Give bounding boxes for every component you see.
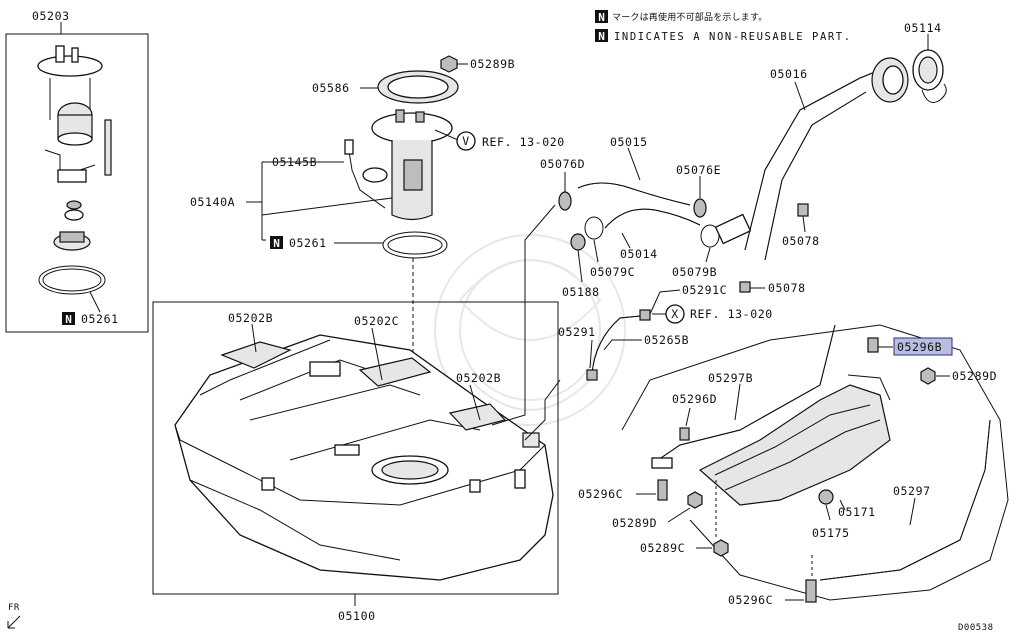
label-05171[interactable]: 05171 xyxy=(838,505,876,519)
label-05265b[interactable]: 05265B xyxy=(644,333,689,347)
watermark-emblem xyxy=(434,234,626,426)
label-05078-upper[interactable]: 05078 xyxy=(782,234,820,248)
label-05297[interactable]: 05297 xyxy=(893,484,931,498)
filler-hose-group: 05015 05076D 05076E 05014 05079C 05188 0… xyxy=(491,135,721,441)
ref-13-020-x[interactable]: REF. 13-020 xyxy=(690,307,773,321)
fuel-pump-module: 05289B 05586 V REF. 13-020 05145B 05140A xyxy=(190,55,565,460)
filler-neck-group: 05016 05114 05078 05078 xyxy=(714,21,947,295)
non-reusable-marker-jp: N xyxy=(598,11,605,24)
label-05202c[interactable]: 05202C xyxy=(354,314,399,328)
label-05140a[interactable]: 05140A xyxy=(190,195,235,209)
label-05016[interactable]: 05016 xyxy=(770,67,808,81)
non-reusable-marker-en: N xyxy=(598,30,605,43)
label-05203[interactable]: 05203 xyxy=(32,9,70,23)
diagram-code: D00538 xyxy=(958,623,994,633)
label-05202b-left[interactable]: 05202B xyxy=(228,311,273,325)
label-05076d[interactable]: 05076D xyxy=(540,157,585,171)
label-05175[interactable]: 05175 xyxy=(812,526,850,540)
label-05014[interactable]: 05014 xyxy=(620,247,658,261)
note-english: INDICATES A NON-REUSABLE PART. xyxy=(614,31,852,43)
non-reusable-marker-05261-mid: N xyxy=(273,237,280,250)
tank-band-group: 05297B 05171 05297 05175 05296B 05289D 0… xyxy=(578,324,1009,607)
label-05289d-right[interactable]: 05289D xyxy=(952,369,997,383)
fr-arrow-icon xyxy=(7,615,21,629)
label-05289b[interactable]: 05289B xyxy=(470,57,515,71)
fr-label: FR xyxy=(8,603,20,613)
label-05202b-right[interactable]: 05202B xyxy=(456,371,501,385)
label-05296d[interactable]: 05296D xyxy=(672,392,717,406)
label-05261-left[interactable]: 05261 xyxy=(81,312,119,326)
ref-x-marker: X xyxy=(671,307,679,321)
label-05079b[interactable]: 05079B xyxy=(672,265,717,279)
label-05296c-left[interactable]: 05296C xyxy=(578,487,623,501)
label-05289d-left[interactable]: 05289D xyxy=(612,516,657,530)
label-05261-mid[interactable]: 05261 xyxy=(289,236,327,250)
label-05291[interactable]: 05291 xyxy=(558,325,596,339)
ref-v-marker: V xyxy=(462,134,470,148)
label-05586[interactable]: 05586 xyxy=(312,81,350,95)
front-direction-indicator: FR xyxy=(7,603,21,629)
label-05114[interactable]: 05114 xyxy=(904,21,942,35)
note-japanese: マークは再使用不可部品を示します。 xyxy=(612,11,768,23)
label-05296c-lower[interactable]: 05296C xyxy=(728,593,773,607)
ref-13-020-v[interactable]: REF. 13-020 xyxy=(482,135,565,149)
fuel-tank-group: 05100 05202B 05202C 05202B xyxy=(152,301,559,623)
label-05078-lower[interactable]: 05078 xyxy=(768,281,806,295)
label-05076e[interactable]: 05076E xyxy=(676,163,721,177)
label-05289c[interactable]: 05289C xyxy=(640,541,685,555)
label-05079c[interactable]: 05079C xyxy=(590,265,635,279)
pump-assembly-inset: 05203 N 05261 xyxy=(5,9,149,333)
label-05100[interactable]: 05100 xyxy=(338,609,376,623)
label-05291c[interactable]: 05291C xyxy=(682,283,727,297)
highlight-05296b xyxy=(893,337,953,356)
label-05296b[interactable]: 05296B xyxy=(897,340,942,354)
non-reusable-marker-05261-left: N xyxy=(65,313,72,326)
non-reusable-note: N マークは再使用不可部品を示します。 N INDICATES A NON-RE… xyxy=(595,10,852,43)
label-05297b[interactable]: 05297B xyxy=(708,371,753,385)
label-05015[interactable]: 05015 xyxy=(610,135,648,149)
label-05188[interactable]: 05188 xyxy=(562,285,600,299)
vent-hose-group: 05291C X REF. 13-020 05291 05265B xyxy=(558,283,773,381)
